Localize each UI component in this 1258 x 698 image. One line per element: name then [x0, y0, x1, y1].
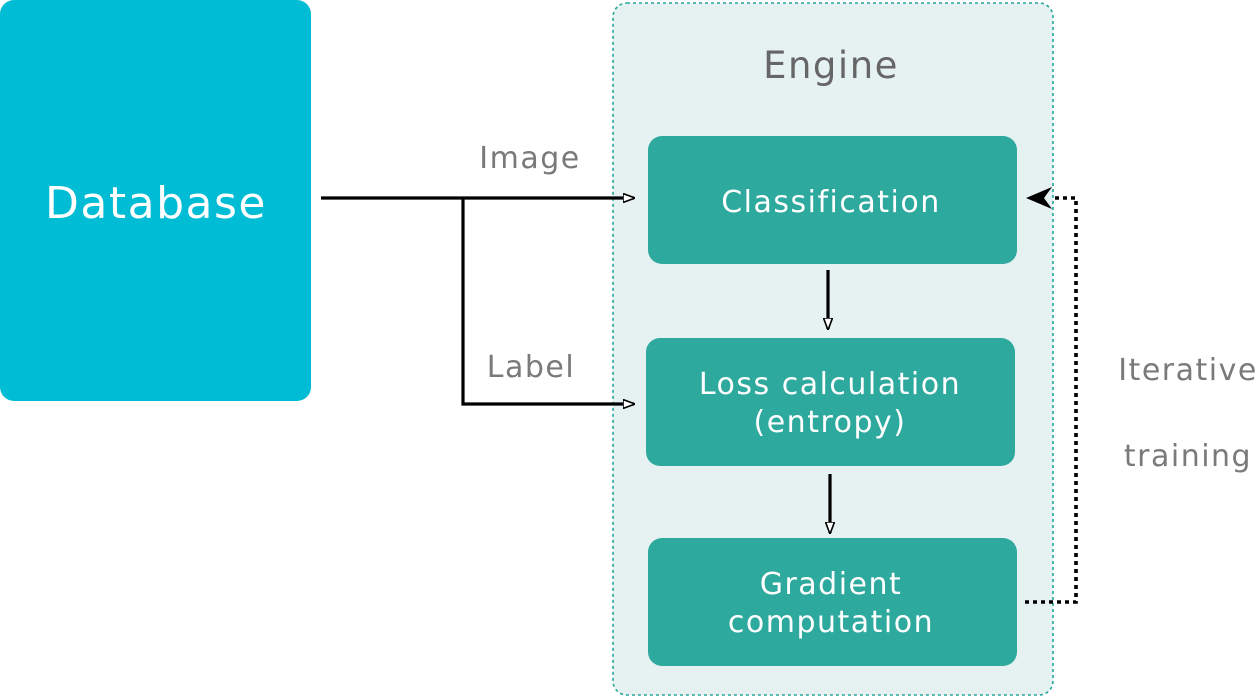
classification-label: Classification	[721, 185, 941, 220]
loss-calculation-label-line1: Loss calculation	[699, 367, 961, 402]
step-gradient-computation: Gradient computation	[648, 538, 1017, 666]
gradient-computation-box	[648, 538, 1017, 666]
loss-calculation-box	[646, 338, 1015, 466]
step-loss-calculation: Loss calculation (entropy)	[646, 338, 1015, 466]
loop-label-line2: training	[1124, 439, 1252, 474]
image-edge-label: Image	[479, 141, 580, 176]
database-label: Database	[45, 178, 267, 229]
gradient-computation-label-line1: Gradient	[760, 567, 903, 602]
classification-box	[648, 136, 1017, 264]
database-node: Database	[0, 0, 311, 401]
gradient-computation-label-line2: computation	[728, 605, 934, 640]
step-classification: Classification	[648, 136, 1017, 264]
iterative-loop: Iterative training	[1025, 187, 1258, 604]
label-arrow	[461, 198, 634, 404]
engine-flow-arrows	[828, 270, 830, 533]
engine-title: Engine	[763, 44, 899, 87]
label-edge-label: Label	[487, 350, 575, 385]
iterative-loop-path	[1025, 196, 1078, 604]
database-connectors: Image Label	[321, 141, 634, 404]
loss-calculation-label-line2: (entropy)	[754, 405, 907, 440]
iterative-loop-arrowhead	[1026, 187, 1052, 209]
database-box	[0, 0, 311, 401]
loop-label-line1: Iterative	[1118, 353, 1258, 388]
